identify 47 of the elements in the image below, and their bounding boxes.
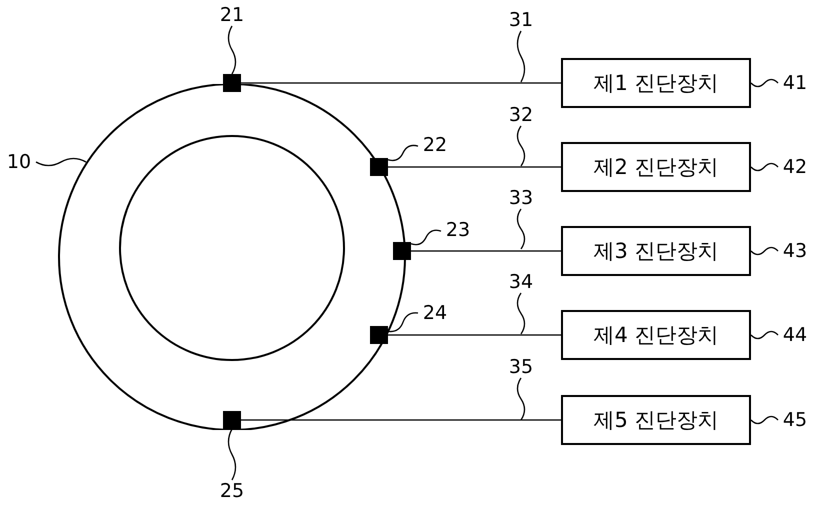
leader-line — [388, 144, 418, 162]
leader-line — [750, 416, 778, 424]
reference-numeral: 41 — [778, 72, 812, 94]
leader-line — [410, 230, 442, 246]
reference-numeral: 42 — [778, 156, 812, 178]
device-box: 제5 진단장치 — [561, 395, 751, 445]
leader-line — [750, 246, 778, 256]
reference-numeral: 45 — [778, 409, 812, 431]
reference-numeral: 31 — [504, 9, 538, 31]
reference-numeral: 32 — [504, 104, 538, 126]
square-marker — [223, 411, 241, 429]
leader-line — [750, 330, 778, 340]
reference-numeral: 33 — [504, 187, 538, 209]
reference-numeral: 25 — [215, 480, 249, 502]
connecting-line — [411, 250, 561, 252]
leader-line — [516, 378, 526, 420]
reference-numeral: 43 — [778, 240, 812, 262]
leader-line — [516, 292, 526, 334]
leader-line — [36, 158, 86, 166]
connecting-line — [241, 82, 561, 84]
leader-line — [388, 312, 418, 332]
leader-line — [228, 26, 236, 74]
reference-numeral: 10 — [2, 151, 36, 173]
device-box: 제2 진단장치 — [561, 142, 751, 192]
reference-numeral: 44 — [778, 324, 812, 346]
reference-numeral: 24 — [418, 302, 452, 324]
reference-numeral: 35 — [504, 356, 538, 378]
connecting-line — [388, 334, 561, 336]
connecting-line — [388, 166, 561, 168]
device-box: 제1 진단장치 — [561, 58, 751, 108]
leader-line — [750, 162, 778, 172]
reference-numeral: 23 — [441, 219, 475, 241]
leader-line — [516, 30, 526, 82]
device-box: 제3 진단장치 — [561, 226, 751, 276]
reference-numeral: 22 — [418, 134, 452, 156]
leader-line — [228, 428, 236, 480]
square-marker — [370, 158, 388, 176]
leader-line — [516, 208, 526, 250]
square-marker — [393, 242, 411, 260]
leader-line — [516, 126, 526, 166]
device-box: 제4 진단장치 — [561, 310, 751, 360]
connecting-line — [241, 419, 561, 421]
reference-numeral: 21 — [215, 4, 249, 26]
leader-line — [750, 78, 778, 88]
square-marker — [370, 326, 388, 344]
reference-numeral: 34 — [504, 271, 538, 293]
square-marker — [223, 74, 241, 92]
